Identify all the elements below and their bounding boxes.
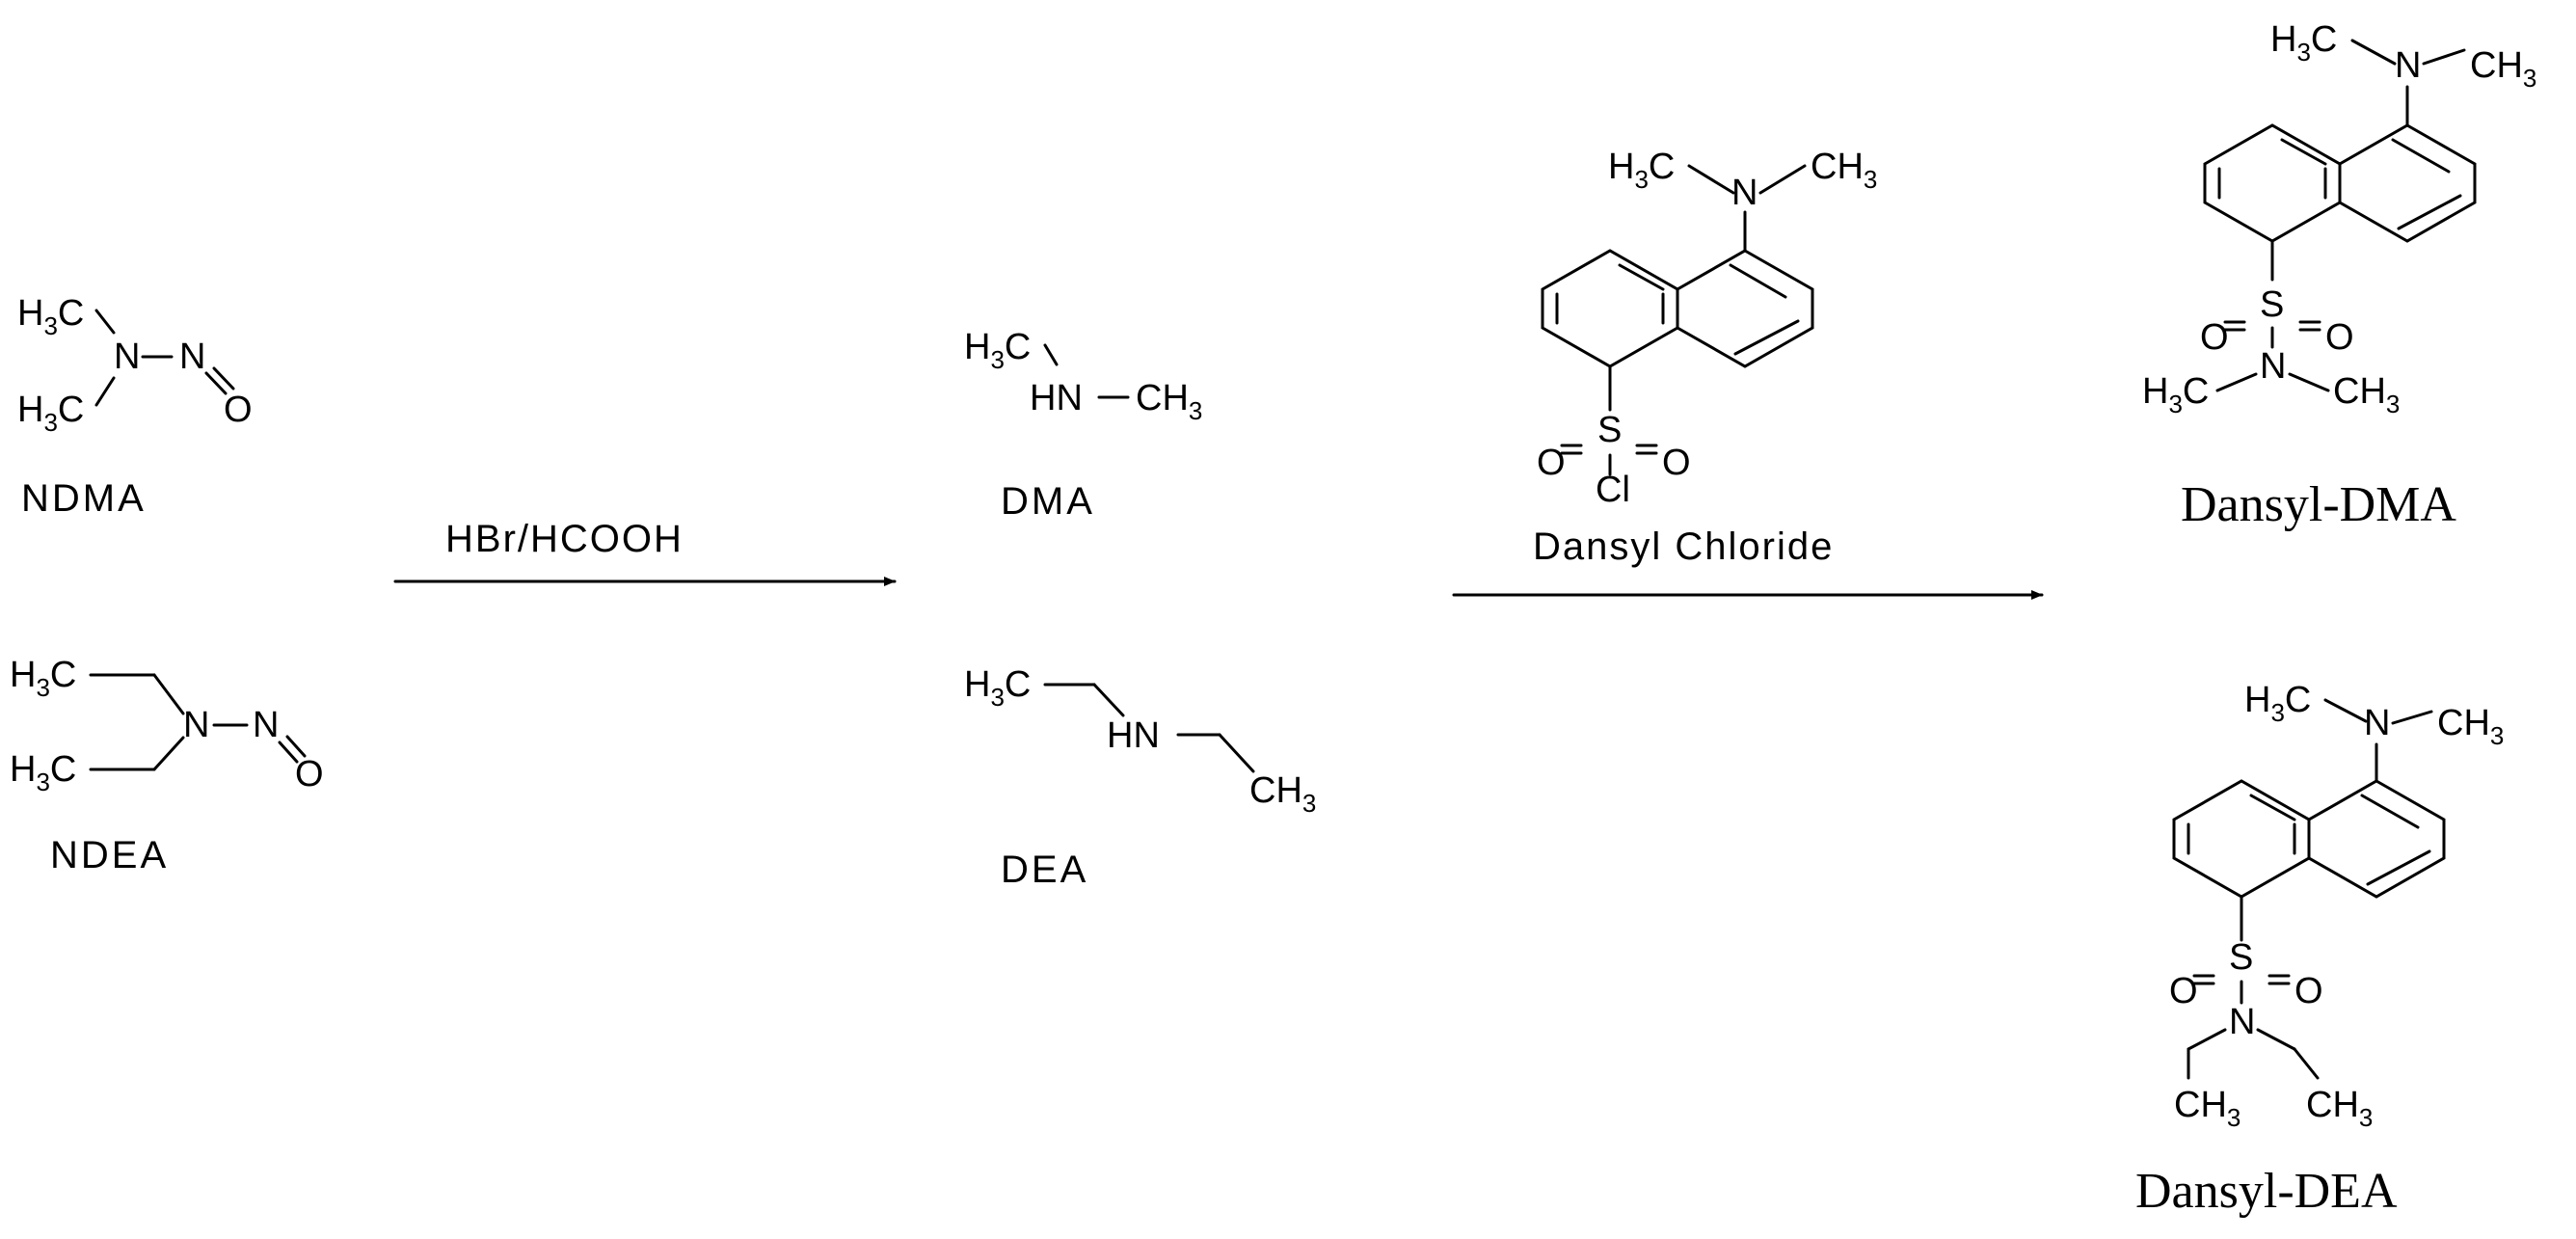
ndma-h3c-top: H3C: [17, 293, 84, 340]
dansyl-dea-s: S: [2229, 937, 2253, 978]
dansyl-dea-h3c: H3C: [2244, 680, 2311, 727]
dansyl-dea-o-right: O: [2294, 971, 2323, 1011]
ndma-h3c-bottom: H3C: [17, 390, 84, 437]
ndma-structure: H3C H3C N N O: [17, 293, 253, 437]
ndea-o: O: [295, 754, 324, 795]
dansyl-dea-label: Dansyl-DEA: [2135, 1164, 2398, 1219]
dma-h3c: H3C: [964, 327, 1031, 374]
dansyl-chloride-label: Dansyl Chloride: [1533, 525, 1834, 568]
dansyl-dea-ch3-left: CH3: [2174, 1085, 2241, 1132]
dansyl-dma-h3c: H3C: [2270, 19, 2337, 67]
ndea-label: NDEA: [50, 834, 169, 876]
dansyl-dma-ch3-bottom: CH3: [2333, 371, 2400, 418]
ndea-structure: H3C H3C N N O: [10, 655, 324, 796]
dansyl-dea-structure: H3C N CH3 S O O N CH3 CH3: [2169, 680, 2504, 1132]
dansyl-dma-s: S: [2260, 284, 2284, 325]
dma-hn: HN: [1030, 378, 1083, 418]
dma-label: DMA: [1001, 480, 1095, 523]
dansyl-dma-structure: H3C N CH3 S O O N H3C CH3: [2142, 19, 2536, 418]
ndma-n-nitroso: N: [179, 337, 205, 377]
dansyl-cl-cl: Cl: [1596, 470, 1630, 510]
dansyl-cl-s: S: [1597, 410, 1622, 450]
dma-structure: H3C HN CH3: [964, 327, 1202, 425]
dansyl-dea-o-left: O: [2169, 971, 2198, 1011]
ndma-label: NDMA: [21, 477, 147, 520]
dea-h3c: H3C: [964, 664, 1031, 712]
dansyl-cl-ch3: CH3: [1811, 147, 1877, 194]
dma-ch3: CH3: [1136, 378, 1202, 425]
reagent-hbr-hcooh: HBr/HCOOH: [445, 518, 684, 560]
dansyl-dma-o-right: O: [2325, 317, 2354, 358]
dansyl-dea-ch3-right: CH3: [2306, 1085, 2373, 1132]
ndea-h3c-bottom: H3C: [10, 749, 76, 796]
dansyl-chloride-structure: H3C N CH3 S O O Cl: [1537, 147, 1877, 510]
dansyl-cl-o-left: O: [1537, 443, 1566, 483]
ndea-h3c-top: H3C: [10, 655, 76, 702]
dansyl-dea-n-sulfonamide: N: [2229, 1002, 2255, 1042]
dea-structure: H3C HN CH3: [964, 664, 1316, 818]
dansyl-cl-n: N: [1731, 173, 1758, 213]
dansyl-cl-o-right: O: [1662, 443, 1691, 483]
dansyl-dea-ch3-top: CH3: [2437, 703, 2504, 750]
dansyl-dma-ch3-top: CH3: [2470, 45, 2536, 93]
ndea-n-amine: N: [183, 705, 209, 745]
dansyl-dma-h3c-bottom: H3C: [2142, 371, 2209, 418]
ndma-n-amine: N: [114, 337, 140, 377]
dansyl-dma-n-sulfonamide: N: [2260, 346, 2286, 387]
dansyl-dma-label: Dansyl-DMA: [2181, 477, 2456, 532]
dea-ch3: CH3: [1249, 770, 1316, 818]
dea-hn: HN: [1107, 715, 1160, 756]
ndea-n-nitroso: N: [253, 705, 279, 745]
ndma-o: O: [224, 390, 253, 430]
dansyl-cl-h3c: H3C: [1608, 147, 1675, 194]
dea-label: DEA: [1001, 848, 1088, 891]
dansyl-dma-o-left: O: [2200, 317, 2229, 358]
dansyl-dea-n-top: N: [2364, 703, 2390, 743]
dansyl-dma-n-top: N: [2395, 45, 2421, 86]
